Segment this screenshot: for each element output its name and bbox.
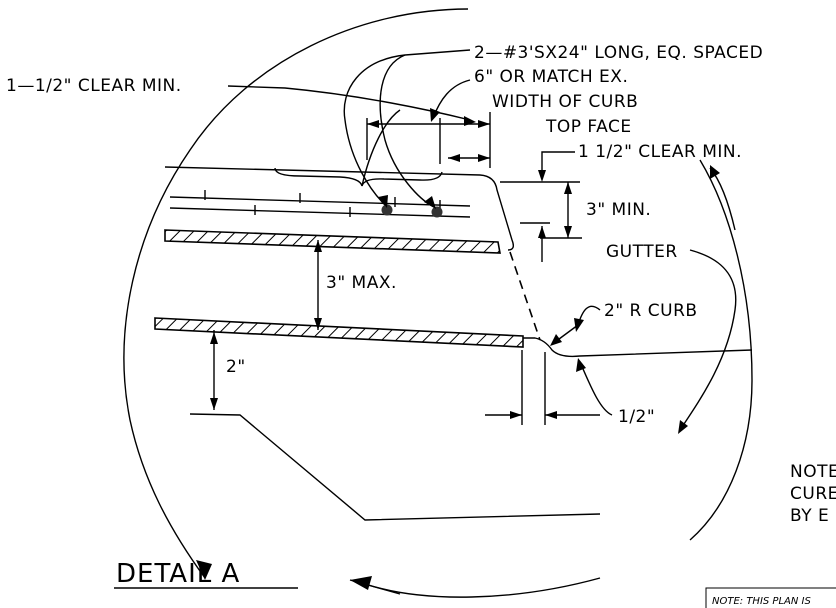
detail-circle-arc-bottom bbox=[353, 577, 601, 598]
arrow bbox=[430, 108, 440, 122]
arrow bbox=[564, 182, 572, 194]
arrow bbox=[710, 165, 720, 179]
arrow bbox=[538, 170, 546, 182]
arrow bbox=[574, 318, 584, 332]
rebar-line-2 bbox=[169, 207, 471, 218]
lower-hatched-slab bbox=[154, 317, 524, 348]
leader-bars-brace bbox=[361, 109, 401, 187]
circle-arrow-bottom-line bbox=[349, 579, 401, 595]
arrow bbox=[678, 420, 688, 434]
arrow bbox=[464, 116, 476, 126]
arrow bbox=[538, 226, 546, 238]
label-width-of-curb: WIDTH OF CURB bbox=[492, 92, 638, 112]
leader-bars-2 bbox=[379, 54, 435, 208]
note-line-1: NOTE bbox=[790, 462, 836, 482]
gutter-line bbox=[523, 337, 753, 358]
arrow bbox=[314, 318, 322, 330]
curb-face-dashed bbox=[509, 251, 541, 341]
curb-top-edge bbox=[164, 166, 515, 251]
upper-hatched-slab bbox=[164, 229, 501, 254]
arrow bbox=[210, 398, 218, 410]
label-gutter: GUTTER bbox=[606, 242, 678, 262]
label-match-ex: 6" OR MATCH EX. bbox=[474, 67, 628, 87]
rebar-dot-2 bbox=[431, 206, 443, 218]
arrow bbox=[478, 154, 490, 162]
arrow bbox=[576, 358, 586, 372]
arrow bbox=[378, 195, 388, 208]
arrow bbox=[564, 226, 572, 238]
label-top-face: TOP FACE bbox=[545, 117, 632, 137]
footer-note-box bbox=[705, 587, 836, 608]
arrow bbox=[314, 240, 322, 252]
leader-gutter bbox=[679, 249, 737, 431]
arrow bbox=[367, 120, 379, 128]
note-line-3: BY E bbox=[790, 506, 829, 526]
label-two-r-curb: 2" R CURB bbox=[604, 301, 698, 321]
detail-circle-arc bbox=[123, 8, 469, 579]
footer-note-text: NOTE: THIS PLAN IS bbox=[712, 596, 811, 607]
rebar-line-1 bbox=[169, 196, 471, 207]
label-half-in: 1/2" bbox=[618, 407, 655, 427]
arrow bbox=[210, 332, 218, 344]
leader-clear-right bbox=[541, 151, 575, 172]
arrow bbox=[510, 411, 522, 419]
circle-arrowhead-left bbox=[196, 560, 212, 580]
note-line-2: CURE bbox=[790, 484, 836, 504]
label-three-min: 3" MIN. bbox=[586, 200, 651, 220]
arrow bbox=[448, 154, 460, 162]
leader-bars bbox=[343, 49, 471, 206]
detail-circle-arc-right bbox=[689, 159, 753, 541]
arrow bbox=[545, 411, 557, 419]
label-clear-min-left: 1—1/2" CLEAR MIN. bbox=[6, 76, 182, 96]
label-three-max: 3" MAX. bbox=[326, 273, 397, 293]
label-bars: 2—#3'SX24" LONG, EQ. SPACED bbox=[474, 43, 763, 63]
arrow bbox=[424, 196, 436, 209]
label-two-in: 2" bbox=[226, 357, 246, 377]
rebar-dot-1 bbox=[381, 204, 393, 216]
leader-clear-left bbox=[227, 85, 471, 121]
leader-half bbox=[579, 361, 613, 416]
arrow bbox=[550, 334, 562, 346]
label-clear-min-right: 1 1/2" CLEAR MIN. bbox=[578, 142, 742, 162]
detail-title: DETAIL A bbox=[116, 559, 240, 589]
arrow bbox=[478, 120, 490, 128]
subgrade-line bbox=[189, 413, 601, 521]
leader-clear-right-diag bbox=[709, 167, 736, 231]
